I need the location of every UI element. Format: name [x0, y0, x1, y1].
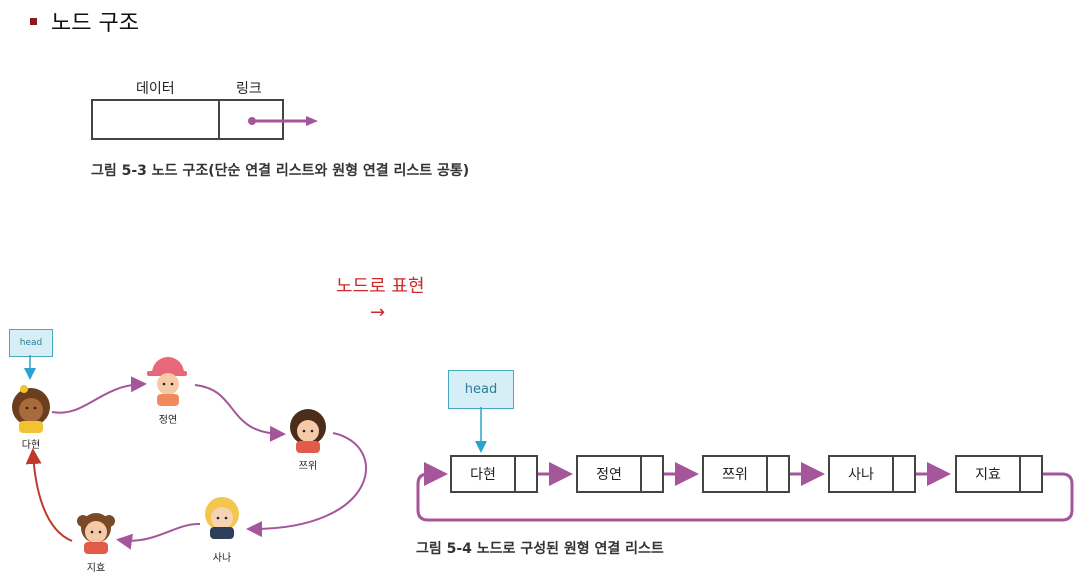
list-head-box: head	[448, 370, 514, 409]
list-return-link	[416, 462, 1074, 522]
list-node-dahyun: 다현	[450, 455, 538, 493]
avatar-tzuyu	[290, 409, 326, 453]
list-node-data: 사나	[830, 457, 894, 491]
people-head-box: head	[9, 329, 53, 357]
list-node-data: 지효	[957, 457, 1021, 491]
figure-5-4-caption: 그림 5-4 노드로 구성된 원형 연결 리스트	[416, 541, 664, 557]
list-node-link	[642, 457, 662, 491]
link-label: 링크	[236, 81, 262, 97]
represent-as-nodes-label: 노드로 표현	[336, 276, 425, 297]
list-node-tzuyu: 쯔위	[702, 455, 790, 493]
figure-5-3-caption: 그림 5-3 노드 구조(단순 연결 리스트와 원형 연결 리스트 공통)	[91, 163, 470, 179]
link-dahyun-jeongyeon	[51, 376, 147, 414]
person-label-jihyo: 지효	[86, 563, 106, 574]
link-jihyo-dahyun	[25, 448, 73, 542]
list-node-jihyo: 지효	[955, 455, 1043, 493]
person-label-sana: 사나	[212, 553, 232, 564]
list-node-link	[516, 457, 536, 491]
data-field	[93, 101, 220, 138]
section-title: 노드 구조	[51, 11, 139, 36]
avatar-sana	[205, 497, 239, 539]
right-arrow-icon: →	[370, 302, 386, 323]
link-jeongyeon-tzuyu	[194, 384, 286, 442]
section-title-row: 노드 구조	[30, 6, 139, 36]
list-node-sana: 사나	[828, 455, 916, 493]
list-node-data: 쯔위	[704, 457, 768, 491]
list-node-data: 정연	[578, 457, 642, 491]
link-arrowhead	[306, 116, 318, 126]
avatar-jihyo	[77, 513, 115, 554]
link-sana-jihyo	[116, 522, 201, 550]
person-label-jeongyeon: 정연	[158, 415, 178, 426]
data-label: 데이터	[136, 81, 175, 97]
person-label-tzuyu: 쯔위	[298, 461, 318, 472]
list-node-link	[1021, 457, 1041, 491]
list-node-link	[894, 457, 914, 491]
list-node-jeongyeon: 정연	[576, 455, 664, 493]
person-label-dahyun: 다현	[21, 440, 41, 451]
list-node-link	[768, 457, 788, 491]
avatar-jeongyeon	[147, 357, 187, 406]
avatar-dahyun	[12, 385, 50, 433]
link-tzuyu-sana	[246, 432, 367, 538]
bullet-icon	[30, 17, 37, 25]
list-node-data: 다현	[452, 457, 516, 491]
